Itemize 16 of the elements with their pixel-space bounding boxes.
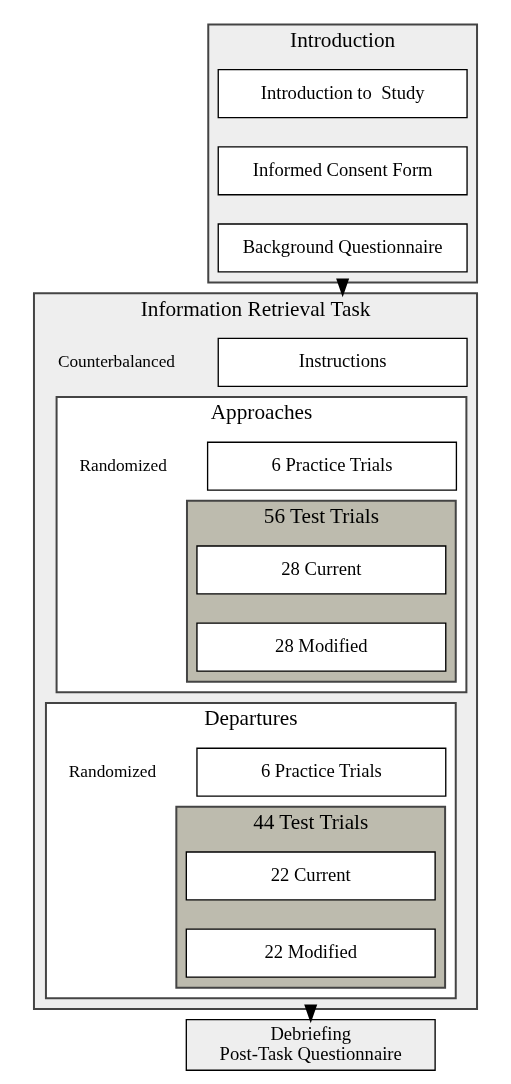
arrow <box>336 278 350 298</box>
label: Counterbalanced <box>57 351 176 371</box>
node-box: 6 Practice Trials <box>206 441 458 491</box>
node-box: Instructions <box>217 337 468 387</box>
node-box: 22 Modified <box>185 928 436 978</box>
arrow <box>304 1004 318 1024</box>
node-box: 28 Current <box>196 545 447 595</box>
label: Randomized <box>68 761 157 781</box>
node-box: 28 Modified <box>196 622 447 672</box>
node-box: 22 Current <box>185 851 436 901</box>
node-box: Introduction to Study <box>217 69 468 119</box>
node-box: 6 Practice Trials <box>196 747 447 797</box>
node-box: Informed Consent Form <box>217 146 468 196</box>
label: Randomized <box>79 455 167 475</box>
node-box: Debriefing Post-Task Questionnaire <box>185 1019 436 1071</box>
node-box: Background Questionnaire <box>217 223 468 273</box>
